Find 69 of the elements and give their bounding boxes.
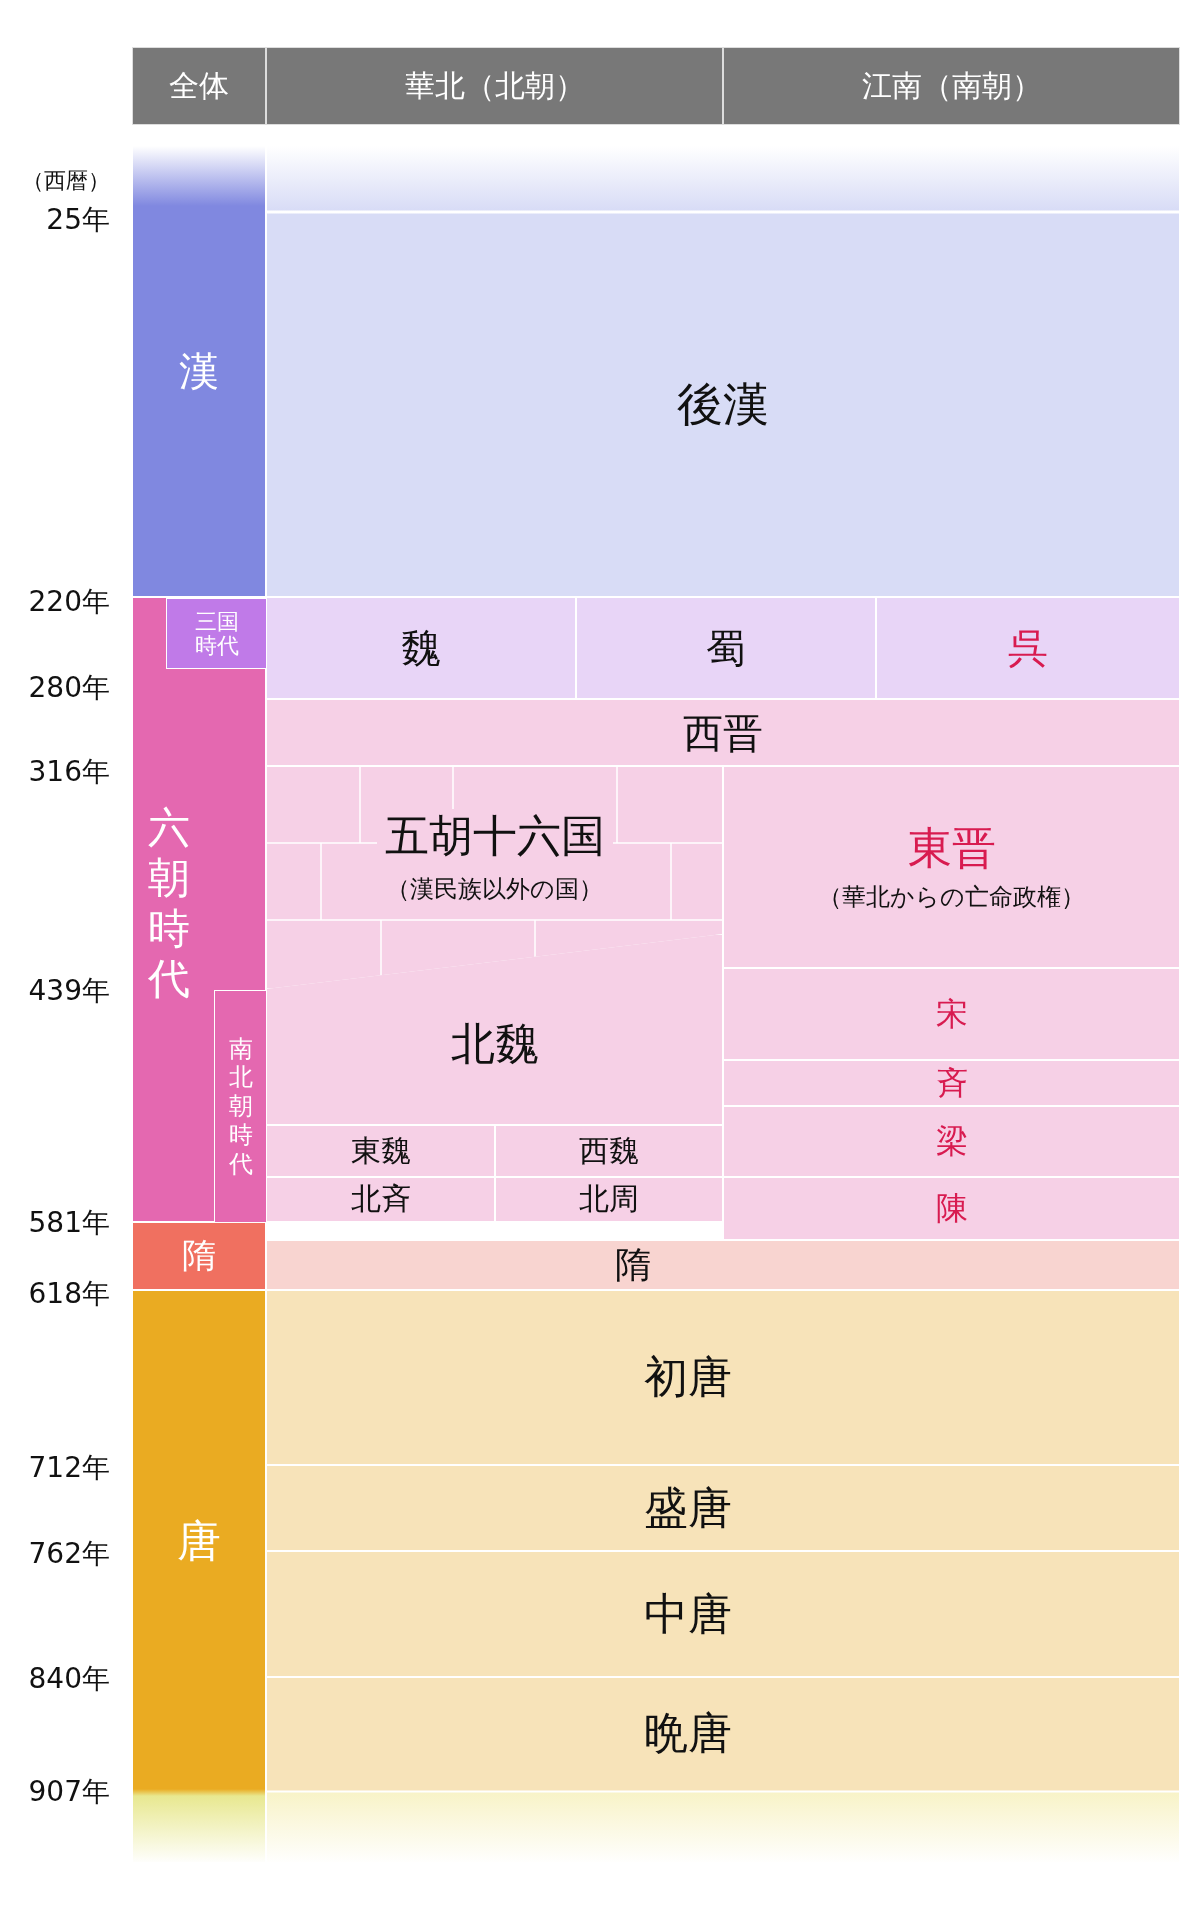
header-text: 江南（南朝） xyxy=(861,68,1042,104)
year-label: 712年 xyxy=(28,1450,110,1486)
year-label: 618年 xyxy=(28,1276,110,1312)
period-cell xyxy=(214,990,267,1223)
period-name: 西晋 xyxy=(683,709,763,756)
year-label: 439年 xyxy=(28,973,110,1009)
period-name: 宋 xyxy=(935,995,968,1033)
period-name: 西魏 xyxy=(579,1133,639,1169)
period-name: 漢 xyxy=(179,348,219,394)
column-header xyxy=(723,47,1180,125)
period-name: 唐 xyxy=(177,1516,221,1567)
period-cell xyxy=(266,1465,1180,1551)
period-name: 梁 xyxy=(935,1123,968,1160)
year-label: 25年 xyxy=(46,202,110,238)
period-cell xyxy=(266,1125,495,1177)
period-cell xyxy=(266,1240,1180,1290)
year-label: 220年 xyxy=(28,584,110,620)
period-cell xyxy=(266,1677,1180,1863)
header-text: 全体 xyxy=(169,68,229,104)
period-cell xyxy=(723,1106,1180,1177)
period-cell xyxy=(266,597,576,699)
period-name: 隋 xyxy=(615,1244,651,1286)
year-label: 581年 xyxy=(28,1205,110,1241)
period-name: 蜀 xyxy=(706,625,746,671)
period-cell xyxy=(132,1290,266,1863)
period-cell xyxy=(495,1177,723,1222)
period-name: 東晋 xyxy=(907,822,996,874)
period-name: 晩唐 xyxy=(644,1708,732,1759)
period-name: 六朝時代 xyxy=(147,803,192,1005)
period-cell xyxy=(723,968,1180,1060)
period-name: 隋 xyxy=(182,1236,216,1276)
note-text: （華北からの亡命政権） xyxy=(818,883,1085,912)
year-label: 316年 xyxy=(28,754,110,790)
year-label: 762年 xyxy=(28,1536,110,1572)
period-cell xyxy=(495,1125,723,1177)
period-name: 北周 xyxy=(579,1182,639,1217)
period-cell xyxy=(266,1290,1180,1465)
period-cell xyxy=(266,1551,1180,1677)
period-cell xyxy=(576,597,876,699)
period-name: 東魏 xyxy=(350,1133,411,1169)
period-cell xyxy=(723,1177,1180,1240)
period-name: 斉 xyxy=(935,1064,968,1102)
period-name: 北斉 xyxy=(350,1182,411,1217)
period-cell xyxy=(723,766,1180,968)
period-name: 初唐 xyxy=(644,1352,732,1403)
period-cell xyxy=(132,1222,266,1290)
period-cell xyxy=(132,597,266,1222)
axis-title: （西暦） xyxy=(22,167,110,195)
period-cell xyxy=(266,699,1180,766)
period-name: 北魏 xyxy=(450,1019,539,1070)
period-name: 呉 xyxy=(1008,625,1048,671)
period-cell xyxy=(266,1177,495,1222)
column-header xyxy=(132,47,266,125)
period-name: 盛唐 xyxy=(644,1482,732,1534)
period-name: 南北朝時代 xyxy=(227,1034,254,1179)
period-name: 後漢 xyxy=(677,378,769,431)
period-cell xyxy=(132,145,266,597)
period-name: 中唐 xyxy=(644,1588,732,1640)
header-text: 華北（北朝） xyxy=(404,68,585,104)
year-label: 907年 xyxy=(28,1774,110,1810)
period-cell xyxy=(876,597,1180,699)
column-header xyxy=(266,47,723,125)
period-name: 三国時代 xyxy=(193,610,240,657)
period-name: 陳 xyxy=(935,1190,968,1227)
period-name: 魏 xyxy=(401,625,441,671)
period-cell xyxy=(723,1060,1180,1106)
period-cell xyxy=(166,598,267,669)
year-label: 280年 xyxy=(28,670,110,706)
year-label: 840年 xyxy=(28,1661,110,1697)
